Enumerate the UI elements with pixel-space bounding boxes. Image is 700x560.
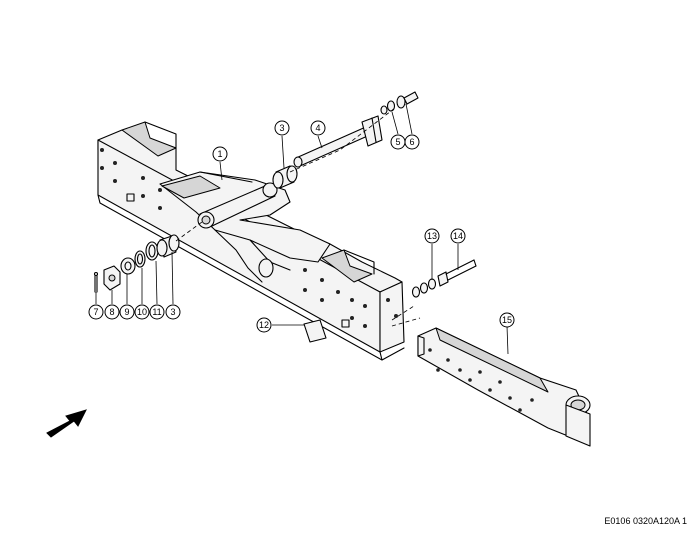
callout-15: 15 [499, 312, 515, 328]
callout-4: 4 [310, 120, 326, 136]
pivot-pin [293, 115, 383, 168]
callout-14: 14 [450, 228, 466, 244]
callout-6: 6 [404, 134, 420, 150]
callout-13: 13 [424, 228, 440, 244]
ring-part-10 [134, 250, 146, 268]
svg-text:12: 12 [259, 320, 269, 330]
svg-text:3: 3 [279, 123, 284, 133]
callout-7: 7 [88, 304, 104, 320]
swing-arm [159, 171, 331, 283]
callout-3-left: 3 [165, 304, 181, 320]
washer-part-5 [380, 100, 396, 115]
bushing-top [272, 165, 298, 189]
plate-part-12 [303, 319, 327, 343]
leader-lines [95, 103, 509, 355]
svg-text:8: 8 [109, 307, 114, 317]
callout-1: 1 [212, 146, 228, 162]
front-direction-arrow-icon [46, 409, 87, 438]
svg-text:1: 1 [217, 149, 222, 159]
svg-text:7: 7 [93, 307, 98, 317]
svg-text:10: 10 [137, 307, 147, 317]
bolt-part-14 [437, 259, 477, 287]
svg-text:13: 13 [427, 231, 437, 241]
callout-10: 10 [134, 304, 150, 320]
callout-8: 8 [104, 304, 120, 320]
svg-text:6: 6 [409, 137, 414, 147]
bushing-left [156, 234, 180, 258]
spring-bracket-part-15 [417, 327, 591, 447]
washer-part-9 [120, 257, 136, 275]
drawing-reference-number: E0106 0320A120A 1 [604, 516, 687, 526]
seal-part-11 [145, 241, 159, 261]
callout-9: 9 [119, 304, 135, 320]
svg-text:9: 9 [124, 307, 129, 317]
cotter-pin-part-7 [93, 271, 99, 293]
callout-11: 11 [149, 304, 165, 320]
callout-3-top: 3 [274, 120, 290, 136]
svg-text:11: 11 [152, 307, 161, 317]
svg-text:15: 15 [502, 315, 512, 325]
svg-text:14: 14 [453, 231, 463, 241]
svg-text:4: 4 [315, 123, 320, 133]
castle-nut-part-8 [103, 265, 121, 291]
svg-text:5: 5 [395, 137, 400, 147]
svg-text:3: 3 [170, 307, 175, 317]
callout-5: 5 [390, 134, 406, 150]
callout-12: 12 [256, 317, 272, 333]
washer-nut-part-13 [411, 278, 437, 298]
bolt-part-6 [396, 91, 419, 109]
